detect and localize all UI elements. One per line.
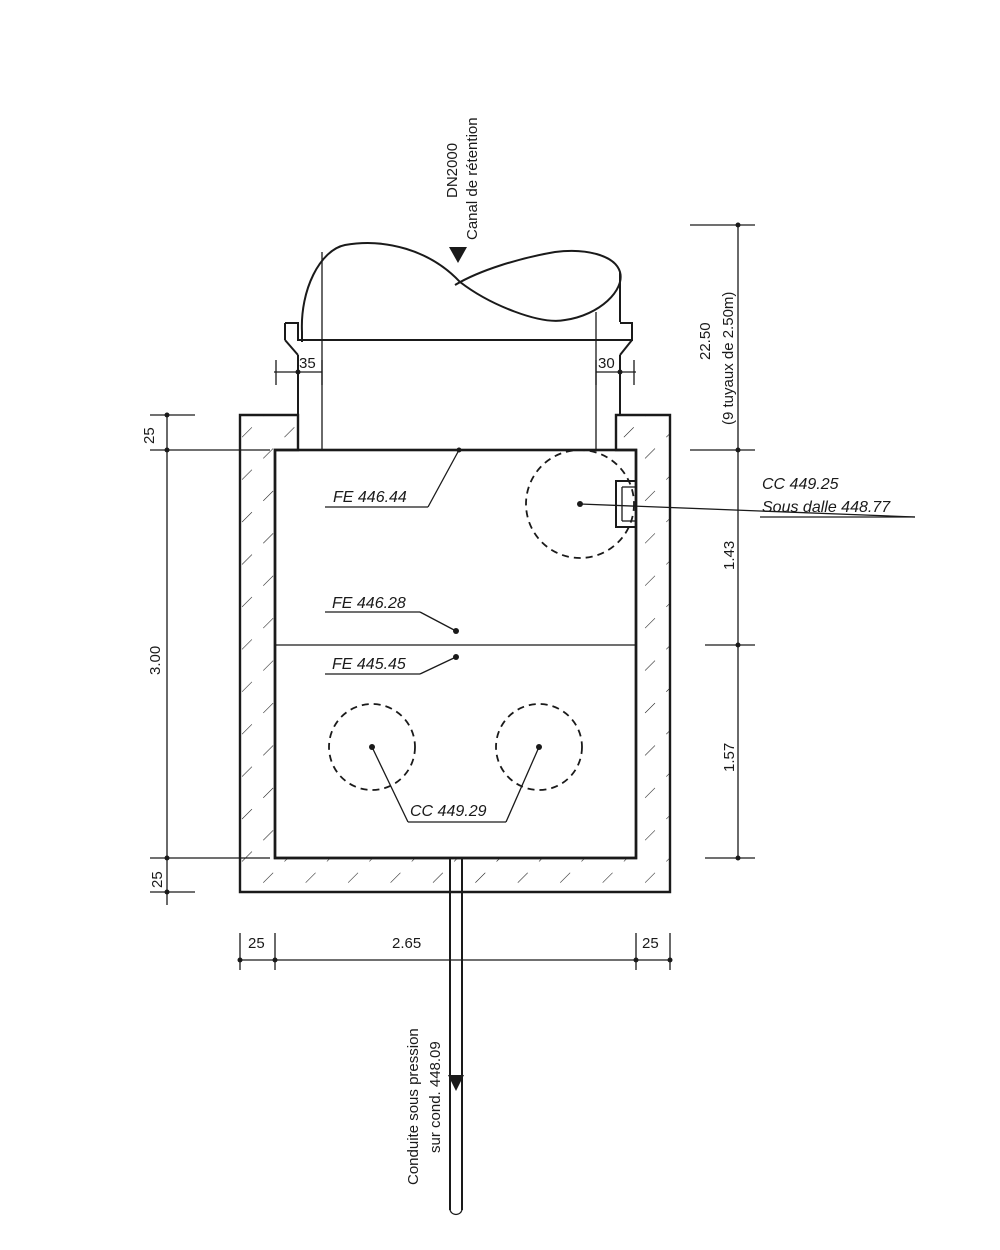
inlet-arrow-icon	[449, 247, 467, 263]
pipe-openings	[328, 449, 635, 791]
pipe-length-value: 22.50	[697, 322, 714, 360]
dim-right-wall: 25	[642, 935, 659, 952]
pipe-length-dim	[690, 222, 755, 861]
dim-right-lower: 1.57	[721, 743, 738, 772]
level-cc-right: CC 449.25	[762, 476, 839, 493]
channel-label-name: Canal de rétention	[464, 117, 481, 240]
channel-label-dn: DN2000	[444, 143, 461, 198]
dim-bottom-slab: 25	[149, 871, 166, 888]
leader-lines	[325, 447, 916, 823]
wall-offset-dims	[274, 360, 636, 385]
outlet-pipe	[448, 858, 464, 1216]
dim-height: 3.00	[147, 646, 164, 675]
pipe-opening-upper	[525, 449, 635, 559]
offset-right-label: 30	[598, 355, 615, 372]
pipe-opening-right	[495, 703, 583, 791]
dim-left-wall: 25	[248, 935, 265, 952]
pipe-opening-left	[328, 703, 416, 791]
inner-chamber	[273, 448, 638, 860]
level-cc-bottom: CC 449.29	[410, 803, 487, 820]
level-fe-top: FE 446.44	[333, 489, 407, 506]
bottom-width-dims	[237, 933, 673, 970]
wall-slot	[615, 480, 637, 528]
dim-top-slab: 25	[141, 427, 158, 444]
outlet-label-2: sur cond. 448.09	[427, 1041, 444, 1153]
outlet-label-1: Conduite sous pression	[405, 1028, 422, 1185]
retention-channel	[284, 242, 633, 450]
offset-left-label: 35	[299, 355, 316, 372]
pipe-length-note: (9 tuyaux de 2.50m)	[720, 292, 737, 425]
dim-width: 2.65	[392, 935, 421, 952]
outlet-arrow-icon	[448, 1075, 464, 1091]
dim-right-upper: 1.43	[721, 541, 738, 570]
concrete-walls	[238, 413, 672, 894]
level-fe-low: FE 445.45	[332, 656, 406, 673]
level-sous-dalle: Sous dalle 448.77	[762, 499, 891, 516]
left-height-dims	[150, 412, 270, 905]
level-fe-mid: FE 446.28	[332, 595, 406, 612]
